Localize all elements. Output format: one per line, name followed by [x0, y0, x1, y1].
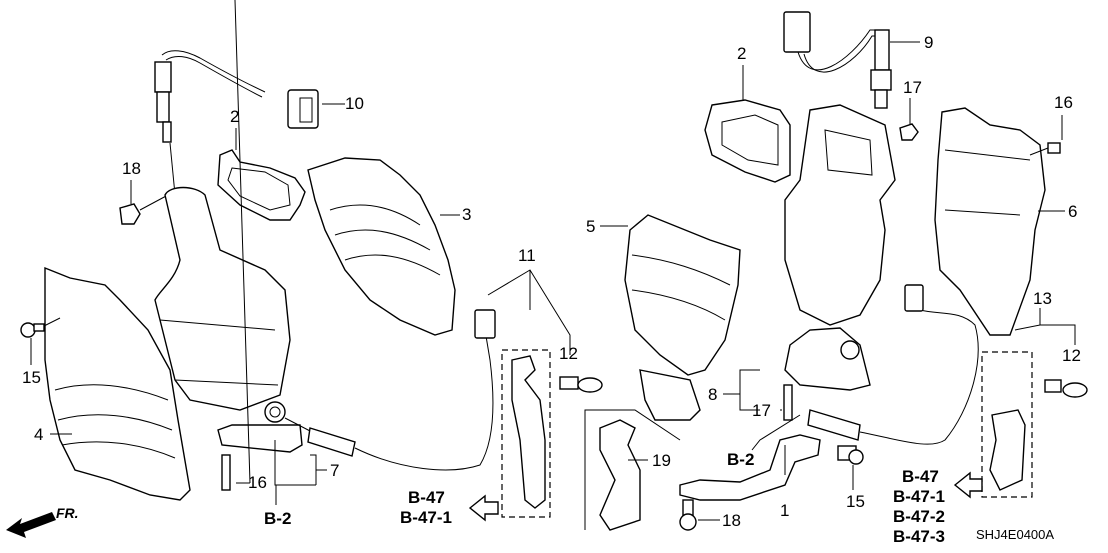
callout-12-right: 12	[1062, 346, 1081, 365]
drawing-code: SHJ4E0400A	[976, 527, 1055, 542]
heat-shield-upper-left[interactable]	[307, 157, 456, 336]
ref-b47-right[interactable]: B-47	[902, 467, 939, 486]
callout-14: 15	[846, 492, 865, 511]
callout-12-left: 12	[559, 344, 578, 363]
bracket-19[interactable]	[599, 419, 641, 531]
callout-10: 10	[345, 94, 364, 113]
callout-2-right: 2	[737, 44, 747, 63]
ref-b47-left[interactable]: B-47	[408, 488, 445, 507]
stud-left[interactable]	[221, 454, 231, 491]
catalytic-converter-left[interactable]	[154, 186, 303, 453]
nut-right[interactable]	[899, 123, 919, 141]
callout-17-left: 18	[122, 159, 141, 178]
gasket-right[interactable]	[704, 99, 791, 183]
callout-13: 13	[1033, 289, 1052, 308]
callout-8: 8	[708, 385, 718, 404]
callout-11: 11	[518, 246, 536, 265]
oxygen-sensor-lower-right[interactable]	[807, 284, 979, 445]
callout-3: 3	[462, 205, 472, 224]
stud-right[interactable]	[783, 384, 793, 421]
heat-shield-right[interactable]	[934, 107, 1046, 336]
bolt-right[interactable]	[1029, 142, 1061, 156]
catalytic-converter-right[interactable]	[784, 104, 896, 391]
oxygen-sensor-upper-left[interactable]	[154, 50, 319, 206]
callout-16-left: 16	[248, 473, 267, 492]
leader-lines	[30, 0, 1076, 522]
sub-frame-line	[584, 409, 681, 530]
callout-1: 1	[780, 501, 790, 520]
bolt-18[interactable]	[679, 499, 697, 531]
ref-b47-2-right[interactable]: B-47-2	[893, 507, 945, 526]
harness-bracket-left[interactable]	[511, 355, 546, 509]
heat-shield-lower-left[interactable]	[44, 266, 191, 501]
bracket-group-left	[501, 349, 551, 518]
ref-b2-right[interactable]: B-2	[727, 450, 755, 469]
arrow-right-group	[953, 471, 983, 499]
bolt-left[interactable]	[20, 317, 61, 338]
callout-5: 5	[586, 217, 596, 236]
callout-9: 9	[924, 33, 934, 52]
ref-b47-1-right[interactable]: B-47-1	[893, 487, 945, 506]
ref-b47-1-left[interactable]: B-47-1	[400, 508, 452, 527]
bolt-14[interactable]	[837, 445, 864, 465]
callout-4: 4	[34, 425, 44, 444]
callout-17-right: 17	[903, 78, 922, 97]
callout-15-right: 16	[1054, 93, 1073, 112]
gasket-left[interactable]	[217, 149, 306, 221]
front-arrow-icon	[6, 512, 56, 538]
oxygen-sensor-upper-right[interactable]	[783, 11, 892, 109]
clip-left[interactable]	[559, 376, 603, 393]
harness-bracket-right[interactable]	[989, 409, 1026, 491]
callout-18: 18	[722, 511, 741, 530]
bracket-group-right	[981, 351, 1033, 498]
callout-6: 6	[1068, 202, 1078, 221]
heat-shield-center[interactable]	[624, 214, 741, 421]
nut-left[interactable]	[119, 194, 169, 225]
callout-19: 19	[652, 451, 671, 470]
clip-right[interactable]	[1044, 379, 1088, 398]
ref-b2-left[interactable]: B-2	[264, 509, 292, 528]
callout-16-right: 17	[752, 401, 771, 420]
callout-2-left: 2	[230, 107, 240, 126]
arrow-left-group	[468, 494, 499, 522]
front-label: FR.	[56, 505, 79, 521]
ref-b47-3-right[interactable]: B-47-3	[893, 527, 945, 546]
callout-7: 7	[330, 461, 340, 480]
callout-15-left: 15	[22, 368, 41, 387]
oxygen-sensor-lower-left[interactable]	[284, 309, 496, 471]
